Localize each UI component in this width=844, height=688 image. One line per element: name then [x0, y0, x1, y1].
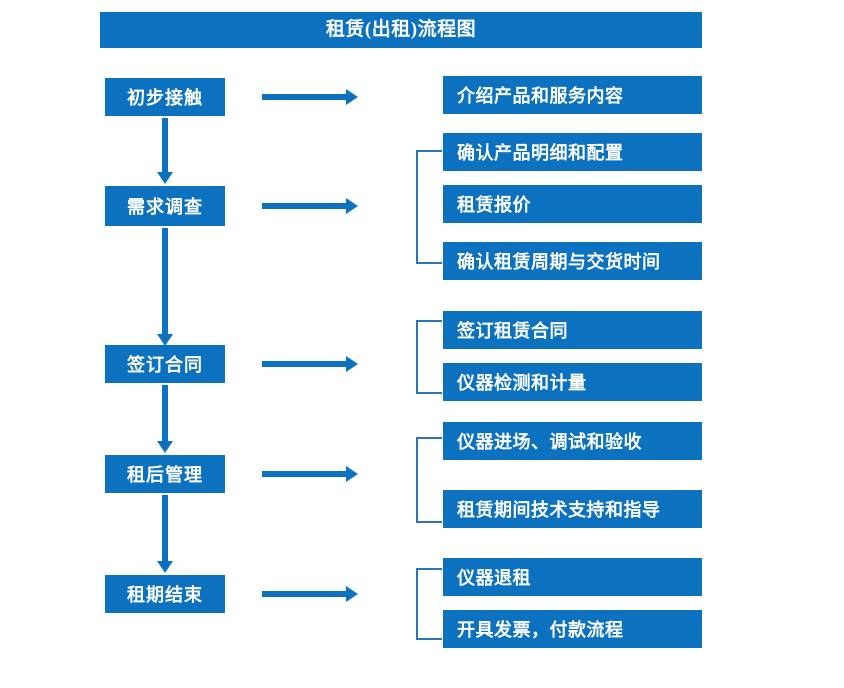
detail-box-6[interactable]: 仪器检测和计量: [443, 363, 702, 401]
flow-arrow-down-1: [156, 118, 174, 184]
stage-box-4[interactable]: 租后管理: [105, 455, 225, 493]
branch-arrow-right-2: [262, 197, 358, 215]
flow-arrow-down-4: [156, 495, 174, 573]
detail-box-9[interactable]: 仪器退租: [443, 558, 702, 596]
branch-arrow-right-1: [262, 88, 358, 106]
detail-box-2[interactable]: 确认产品明细和配置: [443, 133, 702, 171]
detail-box-1[interactable]: 介绍产品和服务内容: [443, 76, 702, 114]
group-bracket-2: [416, 150, 442, 264]
detail-box-5[interactable]: 签订租赁合同: [443, 311, 702, 349]
stage-box-1[interactable]: 初步接触: [105, 78, 225, 116]
stage-box-5[interactable]: 租期结束: [105, 575, 225, 613]
detail-box-7[interactable]: 仪器进场、调试和验收: [443, 422, 702, 460]
flow-arrow-down-2: [156, 228, 174, 346]
branch-arrow-right-5: [262, 585, 358, 603]
stage-box-2[interactable]: 需求调查: [105, 186, 225, 226]
detail-box-4[interactable]: 确认租赁周期与交货时间: [443, 242, 702, 280]
detail-box-8[interactable]: 租赁期间技术支持和指导: [443, 490, 702, 528]
flow-arrow-down-3: [156, 385, 174, 453]
detail-box-3[interactable]: 租赁报价: [443, 185, 702, 223]
branch-arrow-right-4: [262, 465, 358, 483]
branch-arrow-right-3: [262, 355, 358, 373]
stage-box-3[interactable]: 签订合同: [105, 345, 225, 383]
detail-box-10[interactable]: 开具发票，付款流程: [443, 610, 702, 648]
group-bracket-5: [416, 568, 442, 640]
flowchart-title: 租赁(出租)流程图: [100, 12, 702, 48]
group-bracket-3: [416, 320, 442, 394]
group-bracket-4: [416, 437, 442, 523]
